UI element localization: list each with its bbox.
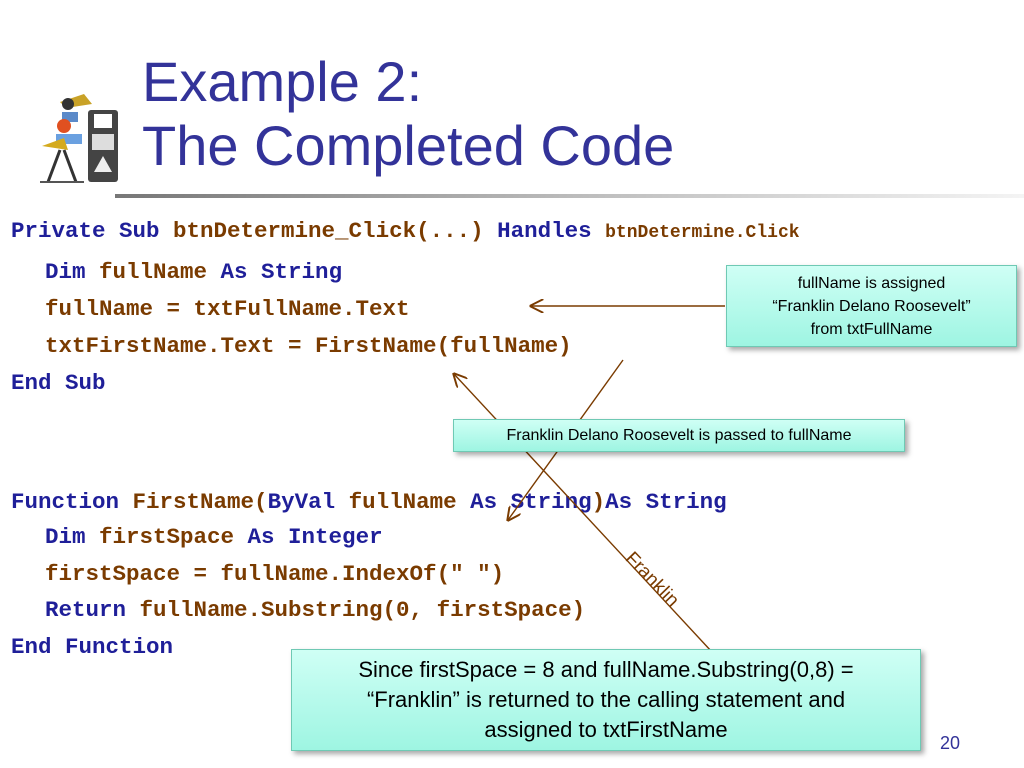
callout-assigned: fullName is assigned “Franklin Delano Ro… bbox=[726, 265, 1017, 347]
code-line-8: firstSpace = fullName.IndexOf(" ") bbox=[45, 561, 505, 587]
code-line-3: fullName = txtFullName.Text bbox=[45, 296, 410, 322]
people-shapes-logo-icon bbox=[20, 84, 124, 188]
title-line-2: The Completed Code bbox=[142, 114, 675, 177]
title-divider bbox=[115, 194, 1024, 198]
code-line-10: End Function bbox=[11, 634, 174, 660]
title-line-1: Example 2: bbox=[142, 50, 423, 113]
callout-passed: Franklin Delano Roosevelt is passed to f… bbox=[453, 419, 905, 452]
page-number: 20 bbox=[940, 733, 961, 753]
code-line-6: Function FirstName(ByVal fullName As Str… bbox=[11, 489, 727, 515]
code-line-5: End Sub bbox=[11, 370, 106, 396]
code-line-1: Private Sub btnDetermine_Click(...) Hand… bbox=[11, 218, 800, 244]
code-line-9: Return fullName.Substring(0, firstSpace) bbox=[45, 597, 586, 623]
callout-returned: Since firstSpace = 8 and fullName.Substr… bbox=[291, 649, 921, 751]
code-line-2: Dim fullName As String bbox=[45, 259, 343, 285]
code-line-7: Dim firstSpace As Integer bbox=[45, 524, 383, 550]
code-line-4: txtFirstName.Text = FirstName(fullName) bbox=[45, 333, 572, 359]
slide-title: Example 2: The Completed Code bbox=[142, 50, 674, 178]
